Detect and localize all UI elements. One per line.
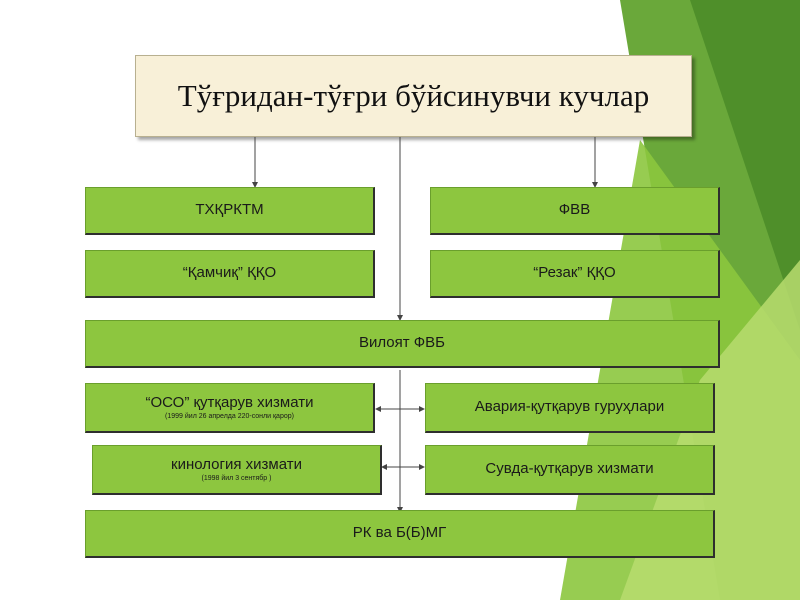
box-fvv-label: ФВВ — [558, 201, 591, 219]
box-avariya: Авария-қутқарув гуруҳлари — [425, 383, 715, 433]
box-rk-label: РК ва Б(Б)МГ — [352, 524, 447, 542]
box-fvv: ФВВ — [430, 187, 720, 235]
box-tkhkrktm: ТХҚРКТМ — [85, 187, 375, 235]
box-viloyat-label: Вилоят ФВБ — [358, 334, 446, 352]
box-kinologiya-note: (1998 йил 3 сентябр ) — [201, 474, 272, 482]
box-avariya-label: Авария-қутқарув гуруҳлари — [474, 398, 665, 416]
box-rezak: “Резак” ҚҚО — [430, 250, 720, 298]
box-viloyat: Вилоят ФВБ — [85, 320, 720, 368]
box-rezak-label: “Резак” ҚҚО — [533, 264, 616, 282]
box-kinologiya-label: кинология хизмати — [171, 456, 302, 474]
box-suvda-label: Сувда-қутқарув хизмати — [485, 460, 654, 478]
box-tkhkrktm-label: ТХҚРКТМ — [195, 201, 264, 219]
box-oso: “ОСО” қутқарув хизмати (1999 йил 26 апре… — [85, 383, 375, 433]
diagram-title: Тўғридан-тўғри бўйсинувчи кучлар — [135, 55, 692, 137]
box-oso-label: “ОСО” қутқарув хизмати — [145, 394, 314, 412]
box-qamchiq-label: “Қамчиқ” ҚҚО — [182, 264, 277, 282]
box-oso-note: (1999 йил 26 апрелда 220-сонли қарор) — [165, 412, 294, 420]
box-suvda: Сувда-қутқарув хизмати — [425, 445, 715, 495]
box-kinologiya: кинология хизмати (1998 йил 3 сентябр ) — [92, 445, 382, 495]
box-qamchiq: “Қамчиқ” ҚҚО — [85, 250, 375, 298]
box-rk: РК ва Б(Б)МГ — [85, 510, 715, 558]
